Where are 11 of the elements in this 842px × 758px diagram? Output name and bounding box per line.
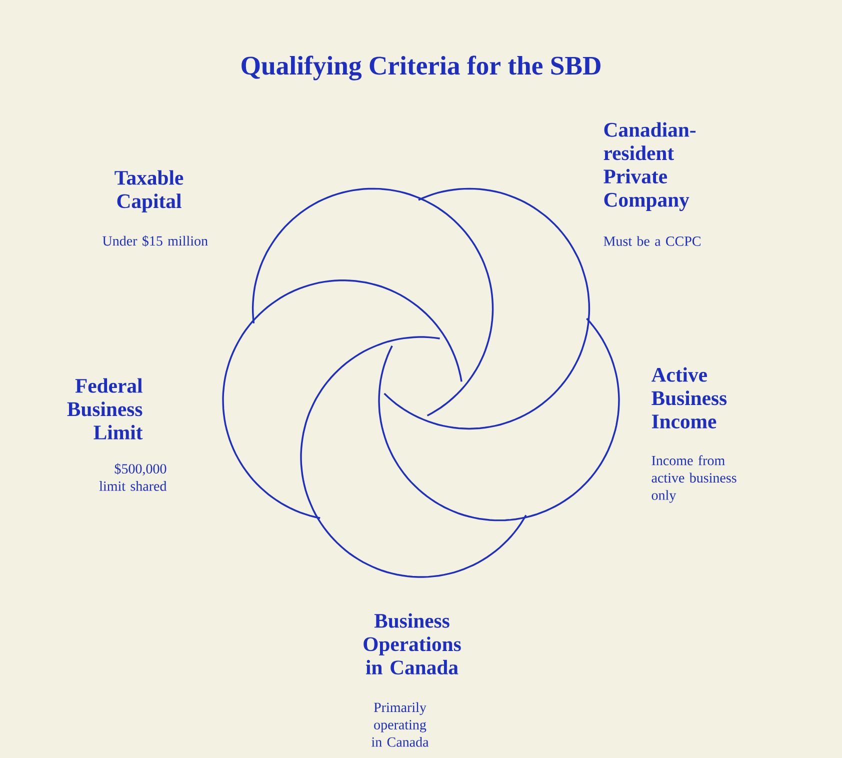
title: Qualifying Criteria for the SBD [242, 56, 600, 80]
criterion-description: $500,000 limit shared [99, 463, 167, 491]
criterion-description: Income from active business only [652, 455, 736, 503]
criterion-heading: Business Operations in Canada [364, 613, 461, 674]
criterion-description: Under $15 million [102, 235, 208, 247]
criterion-heading: Federal Business Limit [67, 378, 143, 440]
criterion-heading: Taxable Capital [114, 170, 184, 212]
criterion-description: Must be a CCPC [604, 236, 700, 246]
criterion-heading: Active Business Income [651, 367, 727, 428]
criterion-heading: Canadian-resident Private Company [604, 122, 696, 212]
criterion-description: Primarily operating in Canada [372, 702, 429, 747]
